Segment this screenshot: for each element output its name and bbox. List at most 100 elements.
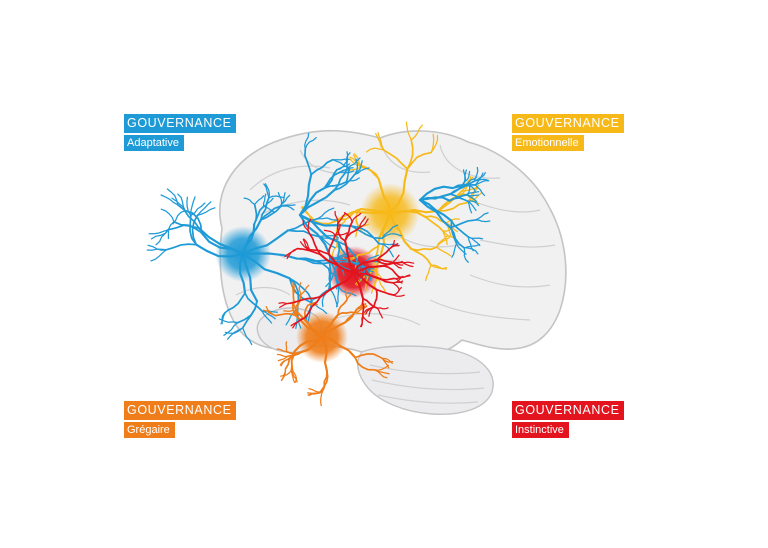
branch <box>307 303 318 306</box>
branch <box>327 267 332 290</box>
branch <box>253 205 265 226</box>
branch <box>303 238 311 251</box>
branch <box>265 305 277 317</box>
branch <box>241 218 262 256</box>
branch <box>473 212 489 221</box>
branch <box>298 173 313 217</box>
branch <box>418 185 454 202</box>
branch <box>352 270 378 291</box>
branch <box>474 184 486 197</box>
branch <box>337 299 348 316</box>
branch <box>302 219 311 235</box>
branch <box>337 241 359 264</box>
branch <box>274 312 297 317</box>
branch <box>437 192 464 212</box>
branch <box>327 253 356 274</box>
branch <box>388 239 396 250</box>
branch <box>448 193 469 202</box>
branch <box>259 205 281 221</box>
branch <box>418 196 451 202</box>
branch <box>358 216 367 229</box>
branch <box>165 243 198 251</box>
branch <box>353 167 370 176</box>
branch <box>160 194 179 206</box>
branch <box>346 151 349 169</box>
branch <box>195 243 245 258</box>
branch <box>346 157 361 169</box>
branch <box>401 261 414 268</box>
branch <box>336 160 348 171</box>
branch <box>259 196 270 221</box>
branch <box>335 286 340 308</box>
branch <box>344 239 356 274</box>
branch <box>283 309 294 313</box>
branch <box>308 391 323 397</box>
branch <box>323 171 341 190</box>
branch <box>299 241 311 251</box>
branch <box>353 160 363 176</box>
branch <box>223 321 239 336</box>
branch <box>357 245 380 256</box>
branch <box>376 277 386 292</box>
branch <box>244 292 263 312</box>
branch <box>293 335 324 353</box>
branch <box>392 280 404 284</box>
branch <box>375 258 394 264</box>
branch <box>304 132 310 150</box>
branch <box>320 391 323 407</box>
branch <box>451 242 458 258</box>
branch <box>360 263 372 281</box>
branch <box>346 290 354 301</box>
branch <box>467 236 481 247</box>
branch <box>378 355 390 369</box>
branch <box>286 350 303 358</box>
branch <box>388 211 413 250</box>
branch <box>359 208 392 215</box>
branch <box>391 254 400 264</box>
branch <box>242 327 253 346</box>
branch <box>370 277 378 294</box>
branch <box>406 139 414 170</box>
branch <box>466 194 478 203</box>
branch <box>241 252 291 280</box>
branch <box>196 207 216 217</box>
branch <box>351 212 362 223</box>
branch <box>323 168 338 190</box>
branch <box>377 177 392 215</box>
branch <box>184 209 203 234</box>
branch <box>155 229 169 246</box>
branch <box>377 277 395 281</box>
branch <box>221 309 229 325</box>
branch <box>226 292 246 312</box>
label-adaptative: GOUVERNANCE Adaptative <box>124 114 236 151</box>
branch <box>463 243 481 249</box>
branch <box>405 121 412 141</box>
branch <box>463 170 471 183</box>
branch <box>474 172 484 186</box>
branch <box>319 270 356 298</box>
branch <box>392 286 402 296</box>
branch <box>341 210 392 218</box>
branch <box>449 219 476 229</box>
branch <box>393 277 403 284</box>
branch <box>262 197 274 208</box>
branch <box>344 308 358 324</box>
branch <box>375 132 385 151</box>
branch <box>299 284 310 296</box>
branch <box>333 167 349 192</box>
label-adaptative-title: GOUVERNANCE <box>124 114 236 133</box>
branch <box>450 219 470 238</box>
branch <box>196 201 212 217</box>
label-emotionnelle-subtitle: Emotionnelle <box>512 135 584 151</box>
branch <box>430 264 448 270</box>
branch <box>436 246 452 257</box>
branch <box>327 234 336 255</box>
branch <box>284 247 299 258</box>
branch <box>397 274 411 278</box>
branch <box>323 229 336 237</box>
branch <box>298 213 331 258</box>
branch <box>320 335 357 359</box>
branch <box>345 167 351 183</box>
branch <box>392 282 400 291</box>
branch <box>316 217 338 221</box>
